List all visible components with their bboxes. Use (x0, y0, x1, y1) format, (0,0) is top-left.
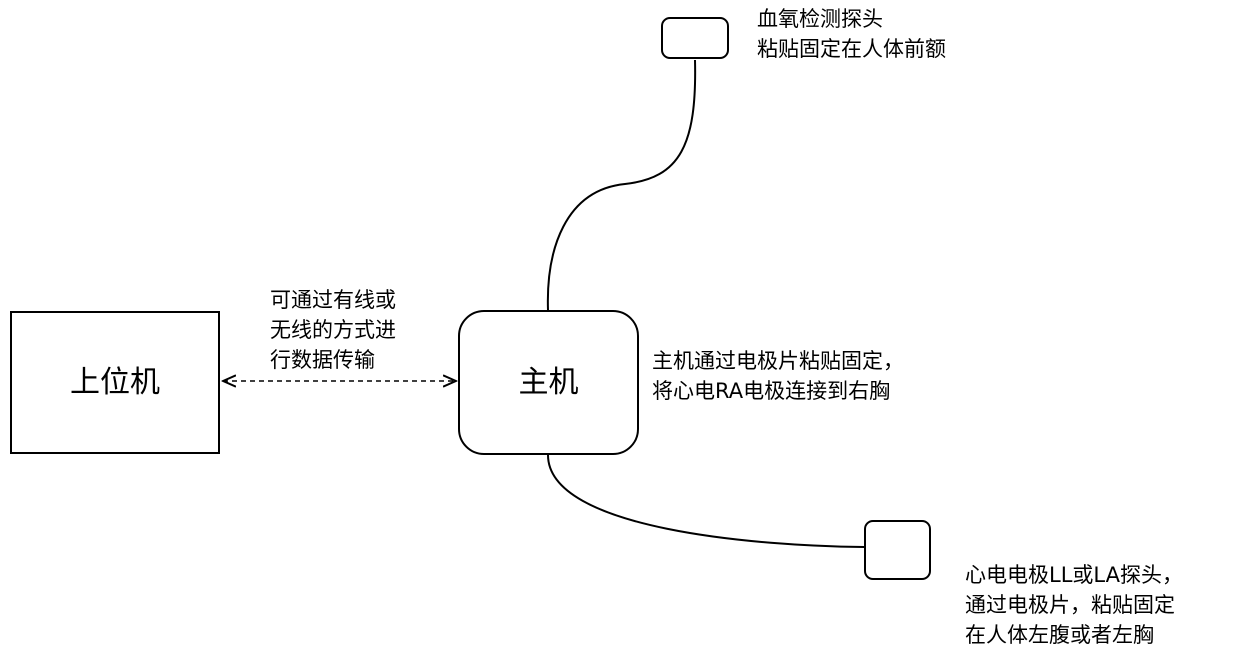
main-unit-note-line: 主机通过电极片粘贴固定， (652, 346, 904, 376)
main-unit-box: 主机 (458, 310, 639, 455)
data-link-note: 可通过有线或 无线的方式进 行数据传输 (270, 285, 396, 375)
ecg-probe-note-line: 在人体左腹或者左胸 (965, 620, 1183, 650)
ecg-probe-note: 心电电极LL或LA探头， 通过电极片，粘贴固定 在人体左腹或者左胸 (965, 560, 1183, 650)
spo2-probe-box (661, 17, 729, 59)
spo2-probe-note-line: 粘贴固定在人体前额 (757, 34, 946, 64)
ecg-cable (548, 455, 864, 547)
main-unit-label: 主机 (519, 368, 579, 398)
ecg-probe-note-line: 心电电极LL或LA探头， (965, 560, 1183, 590)
main-unit-note: 主机通过电极片粘贴固定， 将心电RA电极连接到右胸 (652, 346, 904, 406)
spo2-cable (548, 60, 695, 310)
spo2-probe-note: 血氧检测探头 粘贴固定在人体前额 (757, 4, 946, 64)
ecg-probe-note-line: 通过电极片，粘贴固定 (965, 590, 1183, 620)
ecg-probe-box (864, 520, 931, 580)
main-unit-note-line: 将心电RA电极连接到右胸 (652, 376, 904, 406)
spo2-probe-note-line: 血氧检测探头 (757, 4, 946, 34)
data-link-note-line: 无线的方式进 (270, 315, 396, 345)
host-pc-box: 上位机 (10, 311, 220, 454)
host-pc-label: 上位机 (70, 368, 160, 398)
data-link-note-line: 行数据传输 (270, 345, 396, 375)
data-link-note-line: 可通过有线或 (270, 285, 396, 315)
